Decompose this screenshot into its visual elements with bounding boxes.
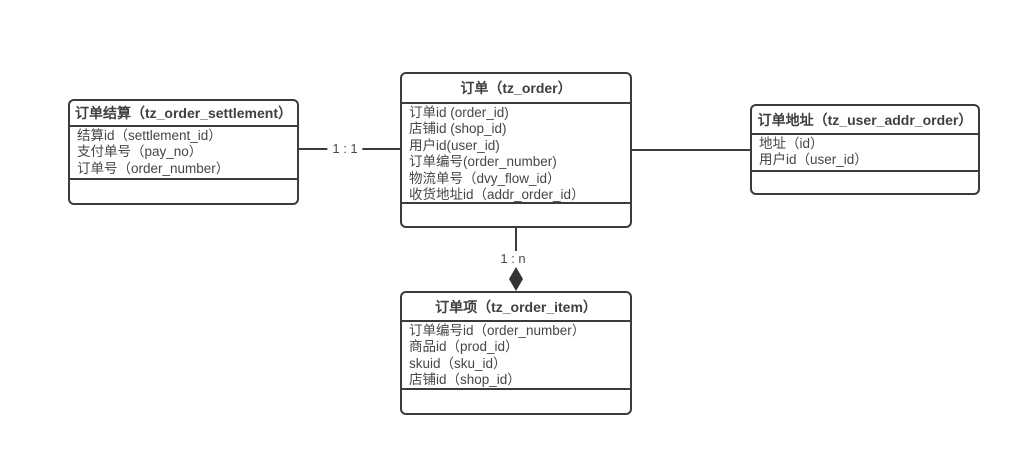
entity-field: 支付单号（pay_no） (77, 144, 203, 160)
entity-user-addr-order[interactable]: 订单地址（tz_user_addr_order） 地址（id） 用户id（use… (750, 104, 980, 195)
entity-empty-compartment (752, 172, 978, 193)
entity-title: 订单项（tz_order_item） (402, 293, 630, 322)
entity-field: skuid（sku_id） (409, 355, 507, 371)
composition-diamond-icon (509, 267, 523, 291)
entity-title: 订单（tz_order） (402, 74, 630, 104)
relation-label-one-to-n: 1 : n (495, 252, 531, 266)
entity-field-list: 订单id (order_id) 店铺id (shop_id) 用户id(user… (402, 104, 630, 204)
entity-title: 订单地址（tz_user_addr_order） (752, 106, 978, 135)
entity-empty-compartment (402, 390, 630, 413)
entity-field-list: 地址（id） 用户id（user_id） (752, 135, 978, 172)
entity-field: 地址（id） (759, 136, 824, 151)
entity-field-list: 结算id（settlement_id） 支付单号（pay_no） 订单号（ord… (70, 127, 297, 180)
relation-label-one-to-one: 1 : 1 (327, 142, 363, 156)
entity-order-settlement[interactable]: 订单结算（tz_order_settlement） 结算id（settlemen… (68, 99, 299, 205)
entity-field-list: 订单编号id（order_number） 商品id（prod_id） skuid… (402, 322, 630, 390)
entity-field: 订单号（order_number） (77, 160, 230, 176)
entity-field: 订单id (order_id) (409, 105, 509, 120)
entity-field: 店铺id（shop_id） (409, 372, 521, 388)
entity-order-item[interactable]: 订单项（tz_order_item） 订单编号id（order_number） … (400, 291, 632, 415)
entity-empty-compartment (402, 204, 630, 226)
entity-field: 结算id（settlement_id） (77, 128, 222, 143)
entity-field: 订单编号id（order_number） (409, 323, 586, 338)
entity-field: 物流单号（dvy_flow_id） (409, 170, 561, 186)
entity-field: 店铺id (shop_id) (409, 121, 507, 137)
entity-field: 用户id（user_id） (759, 152, 868, 168)
relation-line-order-address[interactable] (630, 149, 752, 151)
entity-order[interactable]: 订单（tz_order） 订单id (order_id) 店铺id (shop_… (400, 72, 632, 228)
entity-field: 商品id（prod_id） (409, 339, 519, 355)
relation-line-order-orderitem[interactable] (515, 227, 517, 251)
entity-field: 收货地址id（addr_order_id） (409, 187, 585, 203)
entity-title: 订单结算（tz_order_settlement） (70, 101, 297, 127)
entity-empty-compartment (70, 180, 297, 203)
entity-field: 用户id(user_id) (409, 137, 500, 153)
entity-field: 订单编号(order_number) (409, 154, 557, 170)
